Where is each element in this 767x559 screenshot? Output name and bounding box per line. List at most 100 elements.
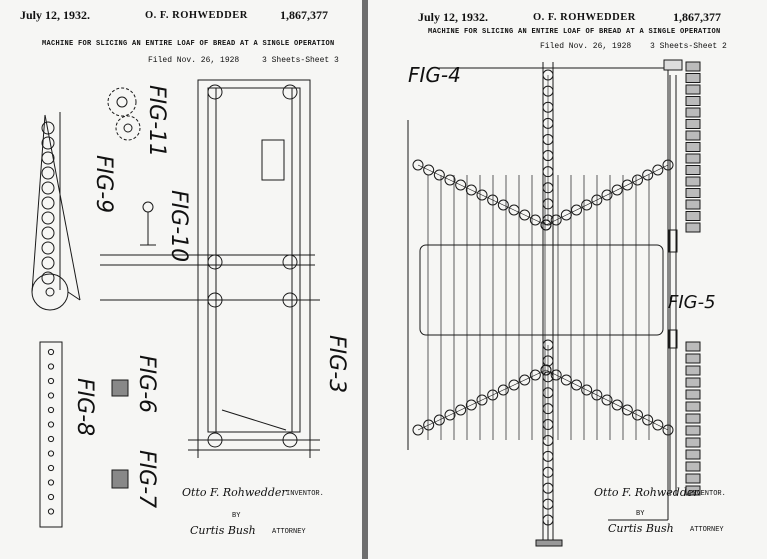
chain-roller bbox=[487, 194, 499, 206]
bar-hole bbox=[47, 479, 55, 486]
chain-roller bbox=[621, 404, 633, 416]
chain-roller bbox=[465, 184, 477, 196]
chain-roller bbox=[560, 209, 572, 221]
fig-label-7: FIG-7 bbox=[134, 450, 159, 508]
belt-roller bbox=[41, 226, 55, 240]
sheet-label: 3 Sheets-Sheet 2 bbox=[650, 42, 727, 51]
stack-block bbox=[685, 341, 701, 352]
chain-roller bbox=[476, 189, 488, 201]
bar-hole bbox=[47, 348, 55, 356]
frame-bolts bbox=[207, 84, 298, 448]
side-rod bbox=[663, 59, 683, 495]
chain-roller bbox=[571, 379, 582, 391]
chain-roller bbox=[652, 164, 664, 176]
stack-block bbox=[685, 153, 701, 164]
belt-roller bbox=[41, 271, 55, 285]
frame-bolt bbox=[207, 432, 223, 448]
frame-bolt bbox=[282, 432, 298, 448]
patent-date: July 12, 1932. bbox=[418, 10, 489, 24]
chain-roller bbox=[433, 414, 445, 426]
patent-title: MACHINE FOR SLICING AN ENTIRE LOAF OF BR… bbox=[42, 40, 335, 48]
by-label: BY bbox=[232, 512, 241, 520]
chain-roller bbox=[652, 419, 664, 431]
stack-block bbox=[685, 142, 701, 152]
chain-roller bbox=[550, 369, 562, 381]
stack-block bbox=[685, 222, 701, 233]
chain-roller bbox=[508, 379, 520, 391]
stack-block bbox=[685, 437, 701, 448]
chain-roller bbox=[497, 199, 509, 211]
chain-roller bbox=[455, 179, 467, 191]
chain-roller bbox=[497, 384, 509, 396]
chain-roller bbox=[662, 424, 674, 436]
attorney-role: ATTORNEY bbox=[690, 526, 724, 534]
chain-roller bbox=[611, 184, 623, 196]
stack-block bbox=[685, 107, 701, 118]
bar-hole bbox=[47, 392, 55, 399]
chain-link bbox=[545, 164, 669, 226]
chain-roller bbox=[487, 389, 499, 401]
inventor-role: INVENTOR. bbox=[286, 490, 324, 498]
frame-bolt bbox=[207, 84, 223, 100]
frame-bolt bbox=[207, 254, 223, 270]
chain-roller bbox=[550, 214, 562, 226]
stack-block bbox=[685, 365, 701, 376]
bar-hole bbox=[47, 464, 55, 472]
chain-link bbox=[545, 369, 669, 431]
fig-label-6: FIG-6 bbox=[134, 355, 159, 413]
stack-block bbox=[685, 165, 701, 175]
patent-title: MACHINE FOR SLICING AN ENTIRE LOAF OF BR… bbox=[428, 28, 721, 36]
central-shaft bbox=[542, 62, 554, 540]
fig-label-9: FIG-9 bbox=[91, 155, 116, 213]
patent-sheet-3: July 12, 1932. O. F. ROHWEDDER 1,867,377… bbox=[0, 0, 362, 559]
belt-roller bbox=[41, 121, 55, 135]
bar-hole bbox=[47, 508, 55, 515]
stack-block bbox=[685, 425, 701, 436]
chain-link bbox=[417, 369, 547, 431]
bar-hole bbox=[47, 435, 55, 443]
fig-label-8: FIG-8 bbox=[72, 378, 97, 436]
belt-roller bbox=[41, 241, 55, 255]
chain-roller bbox=[412, 424, 424, 436]
chain-roller bbox=[444, 174, 456, 186]
chain-roller bbox=[423, 419, 435, 431]
chain-roller bbox=[529, 214, 541, 226]
chain-roller bbox=[560, 374, 572, 386]
outer-frame bbox=[407, 67, 669, 521]
bar-hole bbox=[47, 450, 55, 457]
fig-label-11: FIG-11 bbox=[144, 85, 169, 157]
machine-frame bbox=[100, 79, 320, 458]
bar-hole bbox=[47, 493, 55, 501]
perforated-bar bbox=[39, 341, 63, 528]
loaf-outline bbox=[419, 244, 664, 336]
belt-rollers bbox=[41, 121, 55, 285]
belt-drawing bbox=[31, 112, 81, 311]
chain-roller bbox=[621, 179, 633, 191]
stack-block bbox=[685, 449, 701, 460]
filed-date: Filed Nov. 26, 1928 bbox=[148, 56, 240, 65]
bar-hole bbox=[47, 377, 55, 385]
stack-block bbox=[685, 61, 701, 72]
filed-date: Filed Nov. 26, 1928 bbox=[540, 42, 632, 51]
fig-label-10: FIG-10 bbox=[166, 190, 191, 262]
frame-bolt bbox=[282, 254, 298, 270]
stack-block bbox=[685, 485, 701, 496]
frame-bolt bbox=[282, 84, 298, 100]
stack-block bbox=[685, 353, 701, 364]
chain-roller bbox=[601, 394, 613, 406]
chain-roller bbox=[540, 219, 552, 231]
stack-block bbox=[685, 96, 701, 106]
chain-roller bbox=[529, 369, 541, 381]
bar-hole bbox=[47, 421, 55, 428]
chain-roller bbox=[444, 409, 456, 421]
chain-roller bbox=[412, 159, 424, 171]
inventor-signature: Otto F. Rohwedder bbox=[182, 486, 287, 499]
stack-block bbox=[685, 199, 701, 210]
chain-roller bbox=[581, 384, 593, 396]
inventor-signature: Otto F. Rohwedder bbox=[594, 486, 699, 499]
patent-number: 1,867,377 bbox=[280, 8, 328, 22]
stack-block bbox=[685, 119, 701, 129]
belt-roller bbox=[41, 151, 55, 165]
fig10-part bbox=[140, 201, 156, 246]
bar-hole bbox=[47, 406, 55, 414]
